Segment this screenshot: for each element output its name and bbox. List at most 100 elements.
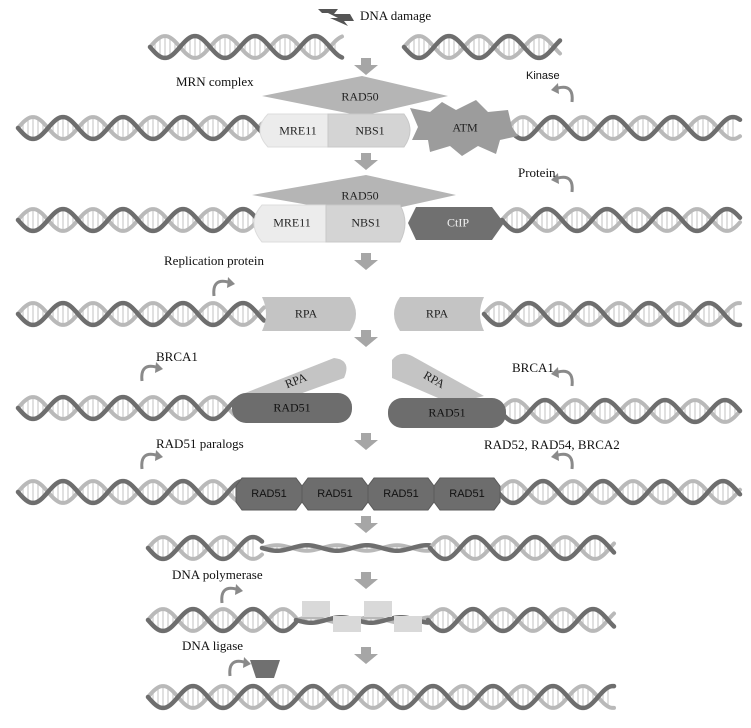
dna-strand-light — [146, 607, 298, 633]
down-arrow-icon — [354, 433, 378, 450]
dna-strand-dark — [145, 534, 265, 562]
curved-arrow-icon-head — [155, 450, 163, 461]
dna-strand-light — [402, 34, 562, 60]
rpa-left-tilted — [240, 358, 347, 404]
rad52-rad54-brca2-label: RAD52, RAD54, BRCA2 — [484, 437, 620, 452]
dna-strand-light — [16, 395, 240, 421]
curved-arrow-icon — [140, 364, 157, 382]
dna-row3-right — [481, 300, 743, 328]
rad50-diamond-1 — [262, 76, 448, 116]
nbs1-block-1 — [327, 113, 411, 148]
mre11-label-1: MRE11 — [279, 123, 317, 138]
down-arrow-icon — [354, 647, 378, 664]
dna-strand-light — [16, 479, 242, 505]
curved-arrows — [140, 83, 574, 677]
rad51-right-label: RAD51 — [428, 405, 466, 420]
dna-row1-left — [15, 114, 265, 142]
mre11-block-1 — [259, 113, 335, 148]
mre11-label-2: MRE11 — [273, 215, 311, 230]
polymerase-fragment-1 — [302, 601, 330, 617]
dna-strand-dark — [145, 683, 617, 711]
nbs1-label-1: NBS1 — [355, 123, 385, 138]
rpa-left-block — [262, 297, 356, 331]
rad51-filament — [235, 477, 501, 511]
mrn-complex-label: MRN complex — [176, 74, 254, 89]
down-arrow-icon — [354, 330, 378, 347]
dna-strand-dark — [259, 543, 433, 553]
curved-arrow-icon — [557, 85, 574, 103]
dna-row7-right — [425, 606, 617, 634]
polymerase-fragment-4 — [394, 616, 422, 632]
down-arrow-icon — [354, 153, 378, 170]
dna-strand-dark — [505, 114, 743, 142]
curved-arrow-icon-head — [551, 450, 559, 461]
curved-arrow-icon-head — [551, 367, 559, 378]
kinase-label: Kinase — [526, 70, 560, 82]
curved-arrow-icon — [228, 659, 245, 677]
curved-arrow-icon — [557, 369, 574, 387]
rpa-right-block — [394, 297, 484, 331]
dna-strand-light — [148, 34, 344, 60]
dna-row6-right — [427, 534, 617, 562]
brca1-left-label: BRCA1 — [156, 349, 198, 364]
dna-strand-light — [146, 535, 264, 561]
protein-label: Protein — [518, 165, 556, 180]
dna-ligase-label: DNA ligase — [182, 638, 244, 653]
dna-strand-dark — [15, 300, 267, 328]
atm-label: ATM — [452, 120, 478, 135]
dna-row5-left — [15, 478, 243, 506]
dna-strand-dark — [15, 114, 265, 142]
dna-strand-light — [506, 115, 742, 141]
ctip-label: CtIP — [446, 215, 470, 230]
polymerase-fragment-3 — [364, 601, 392, 617]
rad51-filament-label: RAD51 — [383, 488, 419, 500]
rad51-filament-unit — [301, 477, 369, 511]
dna-top-right — [401, 33, 563, 61]
curved-arrow-icon — [140, 452, 157, 470]
rpa-left-label: RPA — [294, 306, 318, 321]
dna-row5-right — [495, 478, 743, 506]
rad51-left-block — [232, 393, 352, 423]
nbs1-label-2: NBS1 — [351, 215, 381, 230]
dna-row4-left — [15, 394, 241, 422]
dna-row1-right — [505, 114, 743, 142]
rad51-left-label: RAD51 — [273, 400, 311, 415]
dna-polymerase-label: DNA polymerase — [172, 567, 263, 582]
dna-ligase-icon — [250, 660, 280, 678]
down-arrow-icon — [354, 572, 378, 589]
title-dna-damage: DNA damage — [360, 8, 432, 23]
rad51-filament-unit — [367, 477, 435, 511]
dna-row4-right — [497, 397, 743, 425]
lightning-icon — [318, 9, 354, 26]
curved-arrow-icon — [557, 175, 574, 193]
rad50-diamond-2 — [252, 175, 456, 215]
curved-arrow-icon-head — [155, 362, 163, 373]
rad51-filament-unit — [433, 477, 501, 511]
rad51-right-block — [388, 398, 506, 428]
brca1-right-label: BRCA1 — [512, 360, 554, 375]
rpa-right-tilted — [392, 353, 484, 404]
curved-arrow-icon-head — [227, 277, 235, 288]
ctip-block — [408, 207, 504, 240]
curved-arrow-icon-head — [243, 657, 251, 668]
dna-strand-dark — [15, 206, 265, 234]
dna-strand-dark — [401, 33, 563, 61]
nbs1-block-2 — [325, 204, 406, 243]
dna-row2-right — [499, 206, 743, 234]
down-arrow-icon — [354, 516, 378, 533]
rpa-right-label: RPA — [425, 306, 449, 321]
curved-arrow-icon — [220, 586, 237, 604]
dna-row7-left — [145, 606, 299, 634]
dna-strand-light — [146, 684, 616, 710]
dna-strand-dark — [495, 478, 743, 506]
step-arrows — [354, 58, 378, 664]
dna-strand-light — [16, 207, 264, 233]
dna-strand-dark — [427, 534, 617, 562]
dna-strand-dark — [145, 606, 299, 634]
dna-strand-light — [16, 115, 264, 141]
down-arrow-icon — [354, 58, 378, 75]
rad51-filament-label: RAD51 — [449, 488, 485, 500]
curved-arrow-icon — [557, 452, 574, 470]
